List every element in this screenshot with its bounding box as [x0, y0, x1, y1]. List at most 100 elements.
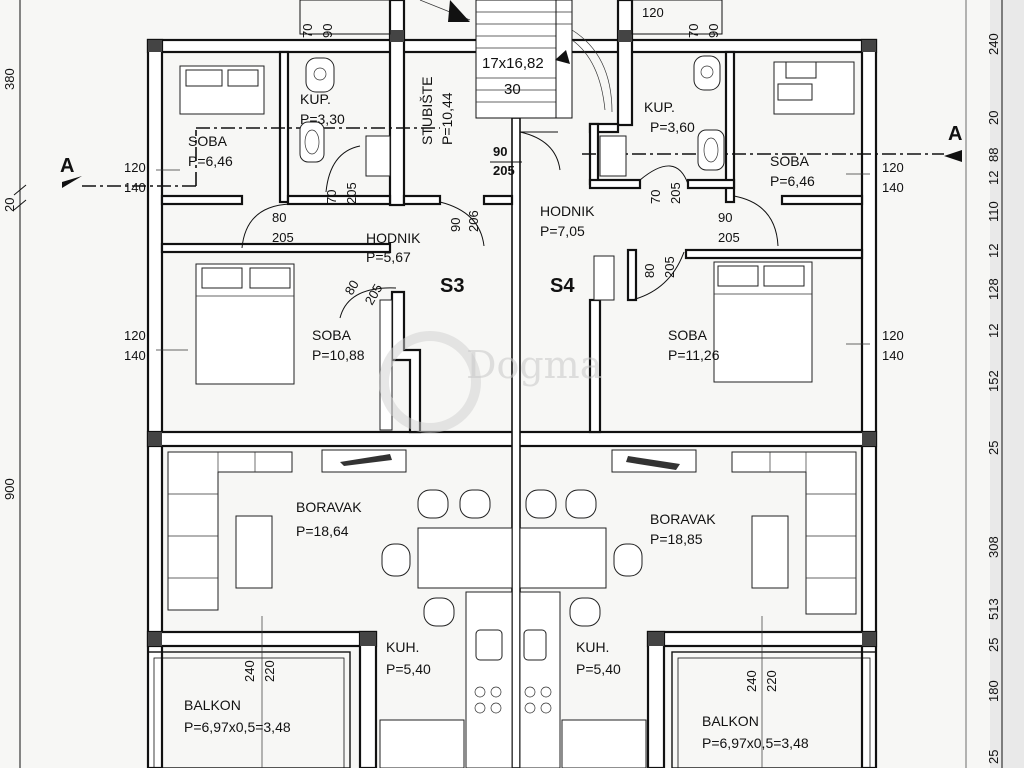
door-width: 80 [272, 210, 286, 225]
room-name: KUP. [300, 91, 331, 107]
right-dim: 240 [986, 33, 1001, 55]
coffee-table [751, 515, 789, 589]
stairs-top-dim: 120 [642, 5, 664, 20]
door-width: 80 [342, 277, 362, 297]
window-width: 240 [744, 670, 759, 692]
dining-table [417, 527, 513, 589]
stairs-name: STUBIŠTE [419, 77, 435, 145]
right-dim: 25 [986, 441, 1001, 455]
toilet [693, 55, 721, 91]
room-name: BORAVAK [296, 499, 362, 515]
right-dim: 110 [986, 201, 1001, 222]
chair [417, 489, 449, 519]
room-area: P=6,97x0,5=3,48 [702, 735, 809, 751]
room-area: P=3,60 [650, 119, 695, 135]
room-area: P=11,26 [668, 347, 720, 363]
room-area: P=6,97x0,5=3,48 [184, 719, 291, 735]
window-width: 120 [882, 160, 904, 175]
room-name: HODNIK [366, 230, 421, 246]
left-dim-1: 380 [2, 68, 17, 90]
right-dim: 152 [986, 370, 1001, 392]
right-dim: 513 [986, 598, 1001, 620]
unit-s4-furniture [519, 55, 857, 768]
left-dim-3: 900 [2, 478, 17, 500]
chair [565, 489, 597, 519]
room-name: BALKON [184, 697, 241, 713]
room-area: P=6,46 [770, 173, 815, 189]
sink [475, 629, 503, 661]
unit-id: S4 [550, 275, 575, 297]
room-area: P=6,46 [188, 153, 233, 169]
toilet [305, 57, 335, 93]
section-marker-right: A [948, 123, 962, 145]
left-dim-2: 20 [2, 198, 17, 212]
stairs-area: P=10,44 [439, 92, 455, 145]
door-height: 206 [466, 210, 481, 232]
balconies [147, 616, 877, 768]
right-dim: 180 [986, 680, 1001, 702]
washbasin [697, 129, 725, 171]
chair [525, 489, 557, 519]
kitchen-counter [465, 591, 513, 768]
window-width: 120 [882, 328, 904, 343]
room-area: P=18,64 [296, 523, 349, 539]
room-name: SOBA [312, 327, 352, 343]
section-marker-left: A [60, 155, 74, 177]
door-height: 205 [662, 256, 677, 278]
right-dim: 308 [986, 536, 1001, 558]
window-width: 120 [124, 328, 146, 343]
right-dim: 25 [986, 750, 1001, 764]
room-area: P=5,40 [386, 661, 431, 677]
window-height: 140 [124, 180, 146, 195]
door-width: 80 [642, 264, 657, 278]
door-height: 205 [668, 182, 683, 204]
right-dim: 25 [986, 638, 1001, 652]
right-margin-strip [990, 0, 1024, 768]
room-area: P=7,05 [540, 223, 585, 239]
wardrobe [593, 255, 615, 301]
window-height: 140 [124, 348, 146, 363]
entry-door-height: 205 [493, 163, 515, 178]
right-dim: 88 [986, 148, 1001, 162]
window-width: 70 [686, 24, 701, 38]
kitchen-counter [519, 591, 561, 768]
unit-s3-furniture [167, 57, 513, 768]
window-width: 240 [242, 660, 257, 682]
room-name: BORAVAK [650, 511, 716, 527]
room-name: SOBA [668, 327, 708, 343]
right-dim: 12 [986, 324, 1001, 338]
door-swings [241, 145, 779, 319]
chair [381, 543, 411, 577]
right-dim: 128 [986, 278, 1001, 300]
room-area: P=5,67 [366, 249, 411, 265]
right-dim: 12 [986, 244, 1001, 258]
door-height: 205 [344, 182, 359, 204]
watermark: Dogma [379, 331, 602, 433]
stairs-steps: 17x16,82 [482, 55, 544, 72]
coffee-table [235, 515, 273, 589]
window-height: 220 [262, 660, 277, 682]
room-area: P=5,40 [576, 661, 621, 677]
chair [569, 597, 601, 627]
window-markers [156, 169, 870, 351]
dining-table [519, 527, 607, 589]
window-height: 140 [882, 348, 904, 363]
room-area: P=3,30 [300, 111, 345, 127]
interior-partitions [160, 50, 864, 434]
window-height: 140 [882, 180, 904, 195]
right-dim: 12 [986, 171, 1001, 185]
room-name: KUH. [576, 639, 609, 655]
door-width: 70 [648, 190, 663, 204]
watermark-text: Dogma [466, 343, 602, 387]
room-name: KUH. [386, 639, 419, 655]
room-area: P=18,85 [650, 531, 703, 547]
chair [613, 543, 643, 577]
window-width: 70 [300, 24, 315, 38]
door-width: 90 [718, 210, 732, 225]
room-name: BALKON [702, 713, 759, 729]
room-area: P=10,88 [312, 347, 365, 363]
entry-door: 90 205 [490, 131, 561, 178]
stairs-tread: 30 [504, 81, 521, 98]
window-height: 90 [320, 24, 335, 38]
unit-s3-labels: S3 SOBA P=6,46 KUP. P=3,30 HODNIK P=5,67… [124, 24, 481, 735]
